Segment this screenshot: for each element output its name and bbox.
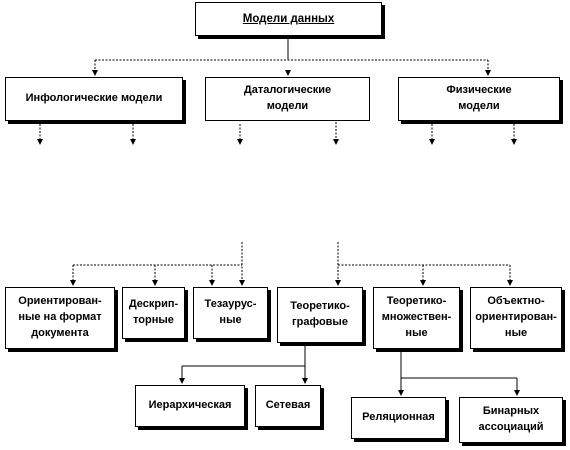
node-thesaurus-models: Тезаурус- ные (193, 287, 268, 339)
node-set-theoretic-models: Теоретико- множествен- ные (373, 287, 460, 349)
node-binary-associations-model: Бинарных ассоциаций (459, 397, 563, 443)
node-datalogical-models: Даталогические модели (205, 77, 370, 121)
node-hierarchical-model: Иерархическая (135, 385, 245, 427)
node-relational-model: Реляционная (351, 397, 446, 439)
node-document-format-models: Ориентирован- ные на формат документа (5, 287, 115, 349)
root-node-data-models: Модели данных (195, 2, 382, 36)
node-descriptor-models: Дескрип- торные (122, 287, 185, 339)
node-network-model: Сетевая (255, 385, 321, 427)
node-infological-models: Инфологические модели (5, 77, 183, 121)
node-graph-models: Теоретико- графовые (277, 287, 363, 343)
node-physical-models: Физические модели (398, 77, 560, 121)
node-object-oriented-models: Объектно- ориентирован- ные (470, 287, 562, 349)
